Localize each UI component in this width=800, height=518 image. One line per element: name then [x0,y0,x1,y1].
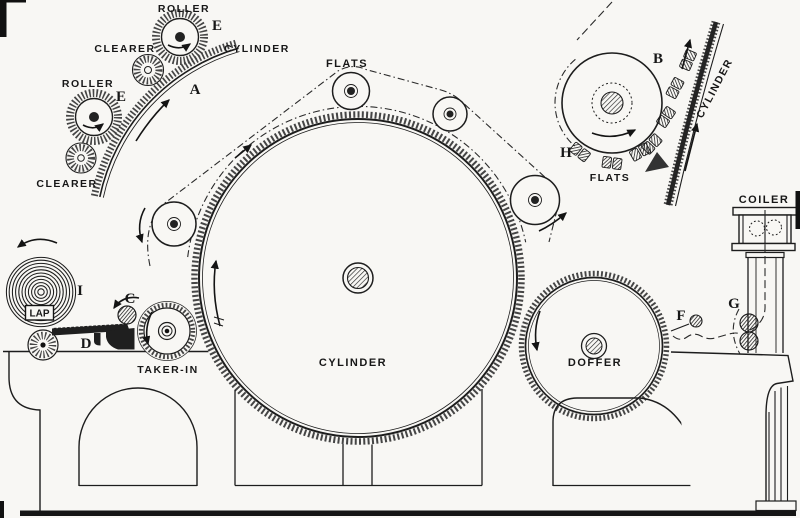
floor-bar [20,510,796,516]
letter-e1: E [212,18,222,34]
inset2-flats-label: FLATS [590,172,631,184]
letter-i: I [77,283,83,299]
inset1-roller-top-label: ROLLER [158,3,210,15]
flat-pulley-top [331,71,371,111]
taker-in [137,301,197,361]
coiler-label: COILER [739,194,790,206]
letter-c: C [125,291,136,307]
doffer-label: DOFFER [568,357,622,369]
main-cylinder [191,111,525,445]
doffer-comb-f [670,314,742,340]
inset1-clearer-top-label: CLEARER [94,43,155,55]
lap-roll: LAP [5,238,77,328]
feed-roller-c [113,296,140,325]
letter-b: B [653,51,663,67]
flats-pulleys [135,71,567,247]
inset1-roller-left-label: ROLLER [62,78,114,90]
flat-pulley-right [509,174,567,232]
flat-pulley-upper-right [432,96,468,132]
inset1-cylinder-label: CYLINDER [224,43,290,55]
coiler [731,206,798,331]
flat-pulley-left [135,201,197,247]
coiler-platform [670,351,797,512]
lap-fluted-roller [27,329,59,361]
flats-label: FLATS [326,58,368,70]
inset-roller-clearer [65,9,240,198]
taker-in-label: TAKER-IN [137,364,198,376]
letter-f: F [676,308,685,324]
inset-revolving-flats [554,1,725,207]
letter-d: D [81,336,92,352]
letter-a: A [190,82,201,98]
feed-plate [51,322,135,350]
letter-g: G [728,296,740,312]
doffer [517,269,671,423]
inset1-clearer-bottom-label: CLEARER [36,178,97,190]
calender-rollers-g [732,308,759,355]
letter-e2: E [116,89,126,105]
lap-label: LAP [30,309,50,320]
cylinder-label: CYLINDER [319,357,387,369]
letter-h: H [560,145,572,161]
sliver-web [672,332,742,340]
cylinder-cradle [234,389,483,486]
